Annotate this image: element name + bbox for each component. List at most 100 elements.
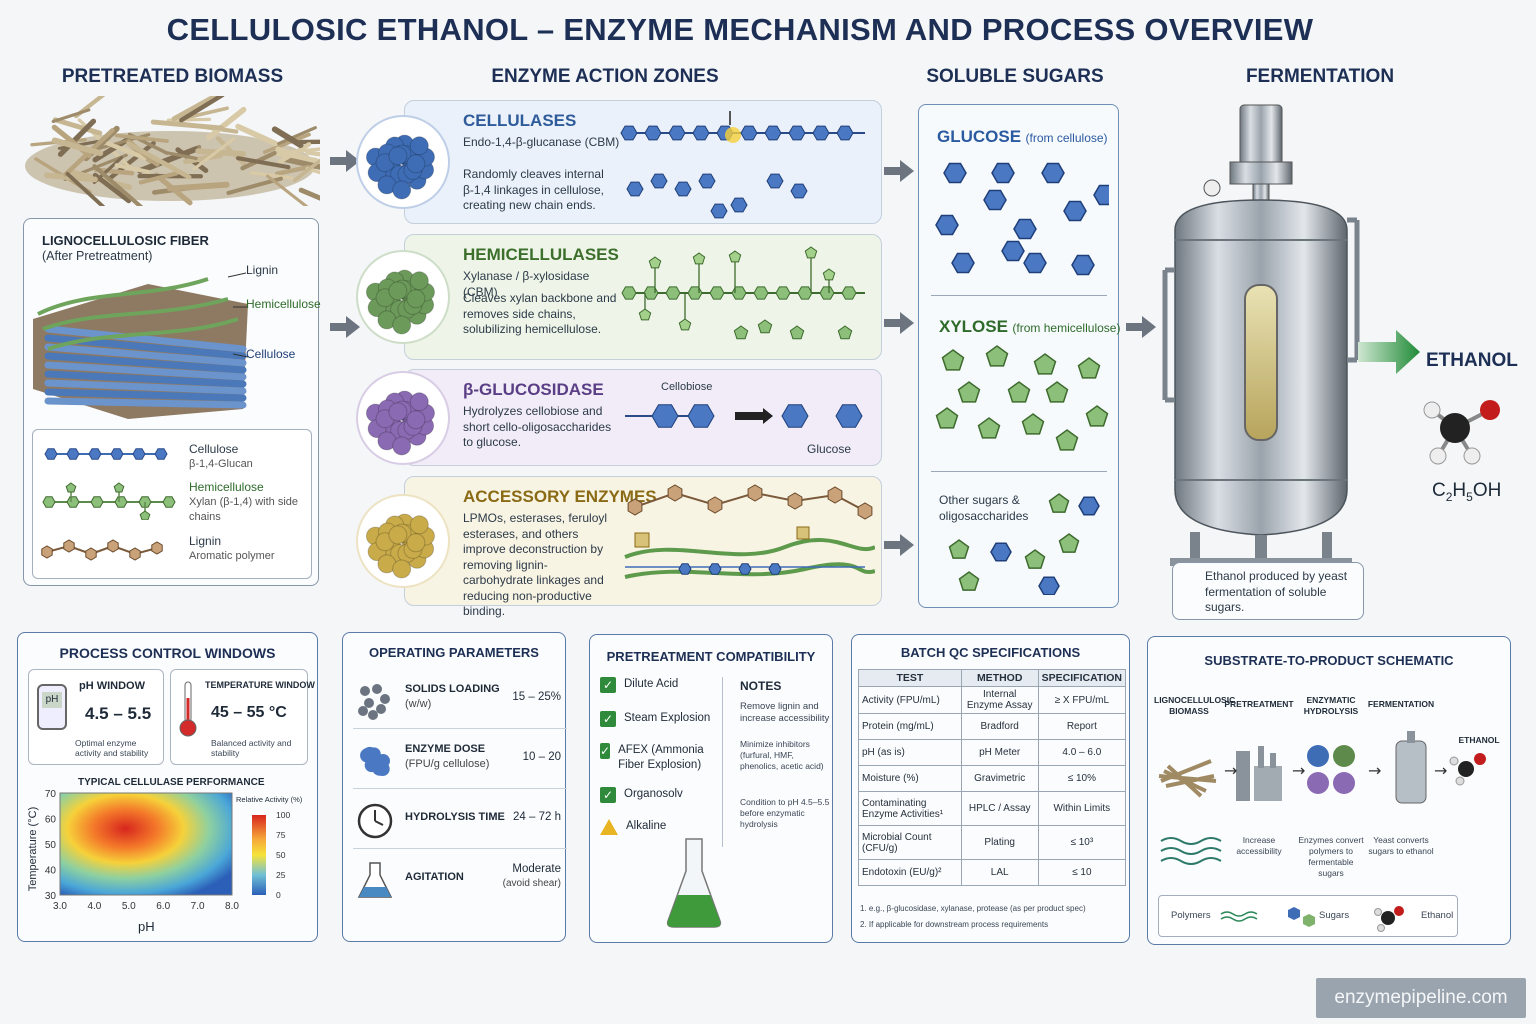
qc-cell: ≤ 10 xyxy=(1037,859,1127,886)
legend-ethanol: Ethanol xyxy=(1421,910,1454,921)
temperature-window-label: TEMPERATURE WINDOW xyxy=(205,680,315,690)
soluble-sugars-panel: GLUCOSE (from cellulose) XYLOSE (from he… xyxy=(918,104,1120,608)
enzyme-structure-icon xyxy=(356,115,450,209)
xylose-label: XYLOSE xyxy=(939,317,1008,336)
qc-cell: Bradford xyxy=(960,713,1039,740)
qc-cell: pH Meter xyxy=(960,739,1039,766)
ph-window-card: pH pH WINDOW 4.5 – 5.5 Optimal enzyme ac… xyxy=(28,669,164,765)
column-header-fermentation: FERMENTATION xyxy=(1245,66,1395,87)
pretreatment-item: ✓Organosolv xyxy=(600,787,724,803)
column-header-enzymes: ENZYME ACTION ZONES xyxy=(491,66,719,87)
ph-window-value: 4.5 – 5.5 xyxy=(85,704,152,723)
pretreatment-item: ✓Dilute Acid xyxy=(600,677,724,693)
enzyme-zone-description: Cleaves xylan backbone and removes side … xyxy=(463,291,617,336)
pretreatment-panel: PRETREATMENT COMPATIBILITY ✓Dilute Acid ✓… xyxy=(589,634,833,943)
enzyme-zone-title: ACCESSORY ENZYMES xyxy=(463,487,657,506)
green-arrow-icon xyxy=(1358,330,1420,374)
pretreatment-reactor-icon xyxy=(1236,746,1282,801)
heatmap-xlabel: pH xyxy=(138,919,155,934)
qc-cell: ≤ 10% xyxy=(1037,765,1127,792)
svg-text:→: → xyxy=(1224,761,1237,780)
divider xyxy=(931,295,1107,296)
enzyme-action-diagram xyxy=(620,111,865,219)
qc-footnote-2: 2. If applicable for downstream process … xyxy=(860,920,1049,929)
enzyme-structure-icon xyxy=(356,370,450,465)
qc-cell: pH (as is) xyxy=(858,739,962,766)
fiber-bundle-illustration xyxy=(33,272,249,419)
flask-icon xyxy=(666,838,722,928)
page-title: CELLULOSIC ETHANOL – ENZYME MECHANISM AN… xyxy=(166,12,1314,47)
heatmap-xtick: 4.0 xyxy=(87,901,101,912)
qc-cell: LAL xyxy=(960,859,1039,886)
heatmap-xtick: 5.0 xyxy=(122,901,136,912)
temperature-window-value: 45 – 55 °C xyxy=(211,704,287,721)
formula-h: H xyxy=(1452,480,1467,501)
svg-text:→: → xyxy=(1292,761,1305,780)
legend-lignin: Lignin Aromatic polymer xyxy=(189,534,275,564)
enzyme-action-diagram xyxy=(624,484,875,579)
schematic-step-label: LIGNOCELLULOSIC BIOMASS xyxy=(1154,695,1236,716)
flow-arrow-icon xyxy=(1126,316,1156,338)
heatmap-xtick: 7.0 xyxy=(191,901,205,912)
fiber-title: LIGNOCELLULOSIC FIBER xyxy=(42,233,209,248)
qc-cell: ≥ X FPU/mL xyxy=(1037,686,1127,714)
divider xyxy=(931,471,1107,472)
notes-title: NOTES xyxy=(740,679,782,693)
fermentation-note-box: Ethanol produced by yeast fermentation o… xyxy=(1172,562,1364,620)
pretreatment-title: PRETREATMENT COMPATIBILITY xyxy=(606,649,816,664)
ph-window-label: pH WINDOW xyxy=(79,680,145,692)
heatmap-xtick: 6.0 xyxy=(156,901,170,912)
checkmark-icon: ✓ xyxy=(600,711,616,727)
enzyme-structure-icon xyxy=(356,494,450,588)
formula-sub-1: 2 xyxy=(1445,489,1453,504)
flask-icon xyxy=(357,862,393,898)
schematic-step-caption: Increase accessibility xyxy=(1236,835,1282,856)
table-row: Moisture (%)Gravimetric≤ 10% xyxy=(858,765,1127,792)
pretreatment-label: Organosolv xyxy=(624,788,683,800)
process-control-panel: PROCESS CONTROL WINDOWS pH pH WINDOW 4.5… xyxy=(17,632,318,942)
enzyme-action-diagram xyxy=(625,404,863,428)
sugar-hexagon-icon xyxy=(1288,907,1315,927)
svg-text:→: → xyxy=(1434,761,1447,780)
schematic-step-label: FERMENTATION xyxy=(1367,699,1435,709)
cellulose-chain-icon xyxy=(44,448,168,460)
enzyme-action-diagram xyxy=(621,246,865,340)
enzyme-zone-description: Randomly cleaves internal β-1,4 linkages… xyxy=(463,167,604,212)
legend-hemicellulose-name: Hemicellulose xyxy=(189,480,264,494)
schematic-step-label: PRETREATMENT xyxy=(1224,699,1294,709)
temperature-window-note: Balanced activity and stability xyxy=(211,738,292,758)
schematic-step-label: ETHANOL xyxy=(1458,735,1500,745)
legend-sugars: Sugars xyxy=(1319,910,1350,921)
qc-cell: Report xyxy=(1037,713,1127,740)
pretreatment-item: Alkaline xyxy=(600,819,724,835)
heatmap-scale-tick: 100 xyxy=(276,810,290,820)
glucose-label: GLUCOSE xyxy=(937,127,1022,146)
parameter-name: HYDROLYSIS TIME xyxy=(405,811,505,823)
qc-cell: Plating xyxy=(960,825,1039,860)
pretreatment-label: Steam Explosion xyxy=(624,712,711,724)
watermark: enzymepipeline.com xyxy=(1316,978,1526,1018)
qc-cell: ≤ 10³ xyxy=(1037,825,1127,860)
cellobiose-label: Cellobiose xyxy=(661,381,713,393)
lignin-polymer-icon xyxy=(41,539,163,561)
formula-oh: OH xyxy=(1472,480,1502,501)
parameter-value-note: (avoid shear) xyxy=(502,878,561,889)
ph-meter-display: pH xyxy=(42,692,62,708)
qc-cell: Protein (mg/mL) xyxy=(858,713,962,740)
legend-hemicellulose: Hemicellulose Xylan (β-1,4) with side ch… xyxy=(189,480,309,525)
enzyme-zone-title: HEMICELLULASES xyxy=(463,245,619,264)
heatmap-scale-label: Relative Activity (%) xyxy=(236,795,303,804)
schematic-step-caption: Enzymes convert polymers to fermentable … xyxy=(1298,835,1364,878)
ethanol-mini-icon xyxy=(1449,753,1486,786)
legend-cellulose-desc: β-1,4-Glucan xyxy=(189,458,253,470)
schematic-panel: SUBSTRATE-TO-PRODUCT SCHEMATIC LIGNOCELL… xyxy=(1147,636,1511,945)
qc-cell: Within Limits xyxy=(1037,791,1127,826)
biomass-mini-icon xyxy=(1158,759,1217,798)
